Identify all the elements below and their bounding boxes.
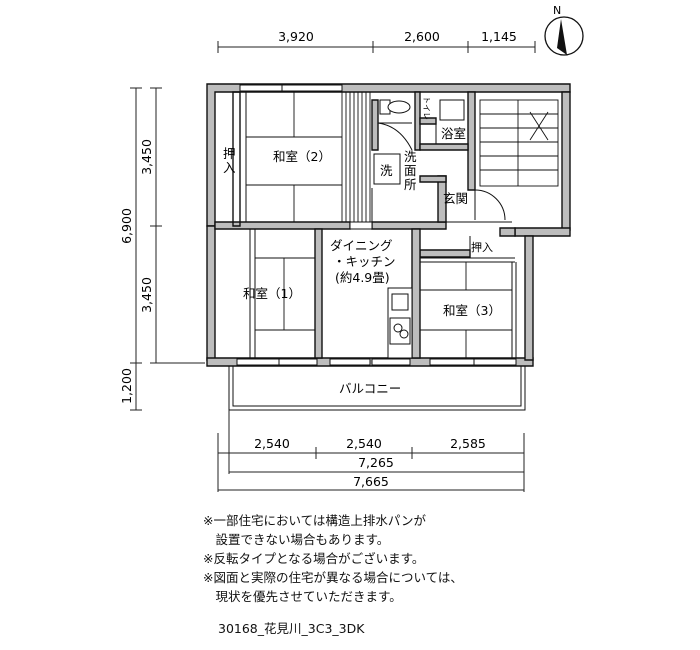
left-dim-lower: 3,450 <box>139 277 154 313</box>
hallway-stripes <box>345 92 371 222</box>
top-dimension-line <box>217 41 536 53</box>
stairwell <box>479 99 559 187</box>
label-washitsu-2: 和室（2） <box>273 149 331 164</box>
bottom-dim-outer-total: 7,665 <box>353 474 389 489</box>
label-senmenjo-2: 面 <box>404 163 417 178</box>
washing-machine-area <box>371 153 401 222</box>
tatami-room-1 <box>255 257 315 331</box>
label-senmenjo-1: 洗 <box>404 149 417 164</box>
label-dining-1: ダイニング <box>330 238 393 253</box>
label-bath: 浴室 <box>441 126 466 141</box>
label-dining-3: (約4.9畳) <box>335 270 390 285</box>
left-dimension-lines <box>130 87 205 411</box>
bottom-dim-inner-total: 7,265 <box>358 455 394 470</box>
note-line-5: 現状を優先させていただきます。 <box>203 589 402 604</box>
left-dim-upper: 3,450 <box>139 139 154 175</box>
left-dim-total: 6,900 <box>119 208 134 244</box>
toilet-fixture <box>377 99 413 151</box>
bottom-dim-2: 2,540 <box>346 436 382 451</box>
tatami-room-3 <box>420 262 512 358</box>
bathtub <box>435 99 465 144</box>
note-line-4: ※図面と実際の住宅が異なる場合については、 <box>203 570 463 585</box>
balcony-outline <box>228 366 526 411</box>
label-oshiire-left-1: 押 <box>223 146 236 161</box>
top-dim-3: 1,145 <box>481 29 517 44</box>
label-balcony: バルコニー <box>339 381 401 396</box>
plan-code: 30168_花見川_3C3_3DK <box>218 621 365 636</box>
note-line-1: ※一部住宅においては構造上排水パンが <box>203 513 426 528</box>
note-line-2: 設置できない場合もあります。 <box>203 532 390 547</box>
top-dim-1: 3,920 <box>278 29 314 44</box>
windows <box>236 84 517 366</box>
compass-north-label: N <box>553 4 561 17</box>
label-washitsu-1: 和室（1） <box>243 286 301 301</box>
bottom-dimension-lines <box>217 410 525 492</box>
label-oshiire-left-2: 入 <box>223 160 236 175</box>
label-toilet: トイレ <box>422 96 431 120</box>
closet-lines <box>239 92 517 358</box>
label-washitsu-3: 和室（3） <box>443 303 501 318</box>
bottom-dim-1: 2,540 <box>254 436 290 451</box>
label-oshiire-right: 押入 <box>471 240 493 254</box>
label-genkan: 玄関 <box>443 191 468 206</box>
tatami-room-2 <box>246 92 343 222</box>
bottom-dim-3: 2,585 <box>450 436 486 451</box>
sliding-door-kitchen <box>349 221 373 230</box>
entrance-door <box>446 189 512 223</box>
label-senmenjo-3: 所 <box>404 177 417 192</box>
label-dining-2: ・キッチン <box>333 254 396 269</box>
top-dim-2: 2,600 <box>404 29 440 44</box>
north-compass-icon <box>544 16 584 56</box>
kitchen-counter <box>387 287 413 359</box>
label-sento: 洗 <box>380 163 393 178</box>
note-line-3: ※反転タイプとなる場合がございます。 <box>203 551 425 566</box>
notes-block: ※一部住宅においては構造上排水パンが 設置できない場合もあります。 ※反転タイプ… <box>203 511 463 606</box>
left-dim-balcony: 1,200 <box>119 368 134 404</box>
